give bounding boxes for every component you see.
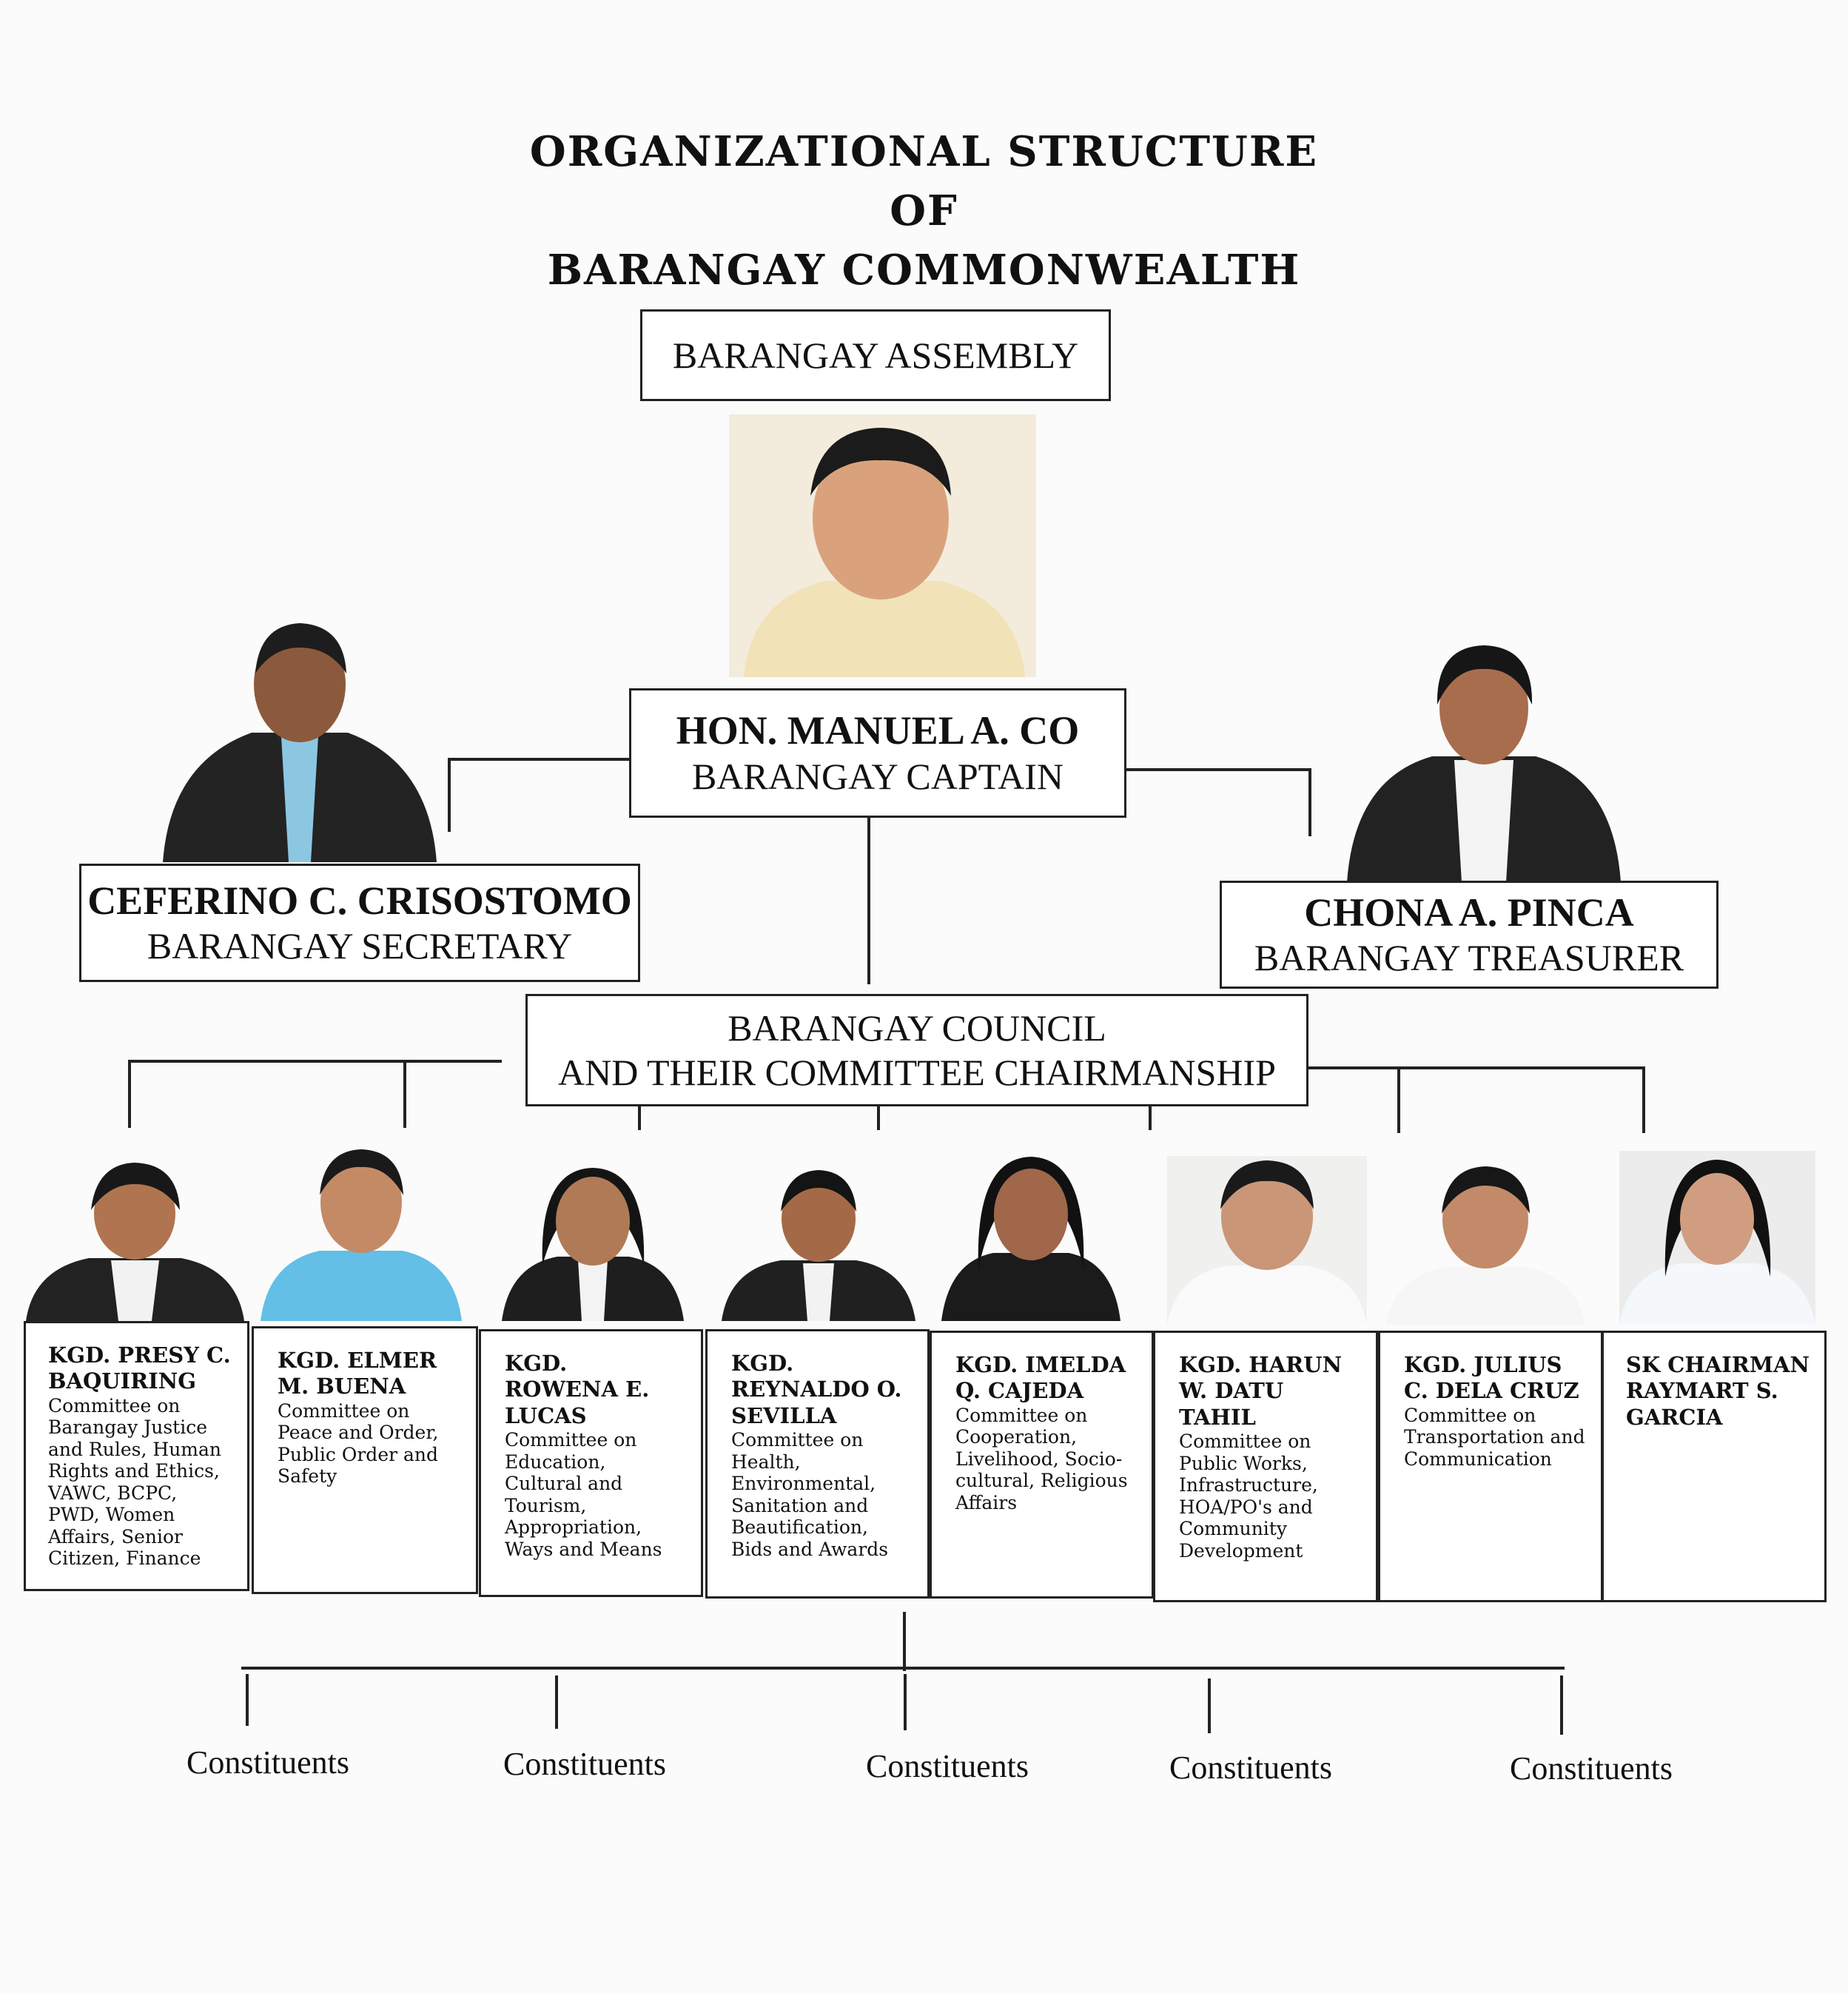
member-committee-6: Committee on Public Works, Infrastructur… (1179, 1431, 1318, 1562)
member-photo-2 (261, 1143, 462, 1321)
branch-drop-2 (403, 1060, 406, 1128)
connector-treasurer-drop (1308, 768, 1311, 836)
chart-title-line3: BARANGAY COMMONWEALTH (547, 246, 1301, 295)
constituents-drop-2 (555, 1676, 558, 1729)
member-card-8: SK CHAIRMAN RAYMART S. GARCIA (1602, 1331, 1827, 1602)
council-box: BARANGAY COUNCIL AND THEIR COMMITTEE CHA… (525, 994, 1308, 1106)
council-title-line2: AND THEIR COMMITTEE CHAIRMANSHIP (558, 1052, 1276, 1093)
member-photo-4 (722, 1166, 915, 1321)
member-committee-1: Committee on Barangay Justice and Rules,… (48, 1394, 222, 1570)
constituents-label-5: Constituents (1510, 1750, 1673, 1787)
member-photo-1 (26, 1158, 244, 1321)
connector-captain-treasurer (1126, 768, 1311, 771)
connector-captain-council (867, 818, 870, 984)
treasurer-role: BARANGAY TREASURER (1254, 937, 1684, 979)
member-committee-3: Committee on Education, Cultural and Tou… (505, 1429, 662, 1560)
member-name-1: KGD. PRESY C. BAQUIRING (48, 1342, 231, 1394)
member-name-3: KGD. ROWENA E. LUCAS (505, 1351, 650, 1428)
constituents-label-1: Constituents (187, 1744, 350, 1781)
member-name-2: KGD. ELMER M. BUENA (278, 1348, 437, 1399)
chart-title-line1: ORGANIZATIONAL STRUCTURE (529, 127, 1319, 176)
member-name-4: KGD. REYNALDO O. SEVILLA (731, 1351, 902, 1428)
member-committee-7: Committee on Transportation and Communic… (1404, 1404, 1585, 1470)
assembly-box: BARANGAY ASSEMBLY (640, 309, 1111, 401)
treasurer-name: CHONA A. PINCA (1304, 890, 1634, 935)
captain-name: HON. MANUEL A. CO (676, 708, 1080, 753)
member-card-3: KGD. ROWENA E. LUCAS Committee on Educat… (479, 1329, 703, 1597)
member-card-2: KGD. ELMER M. BUENA Committee on Peace a… (252, 1326, 478, 1594)
member-name-6: KGD. HARUN W. DATU TAHIL (1179, 1352, 1343, 1430)
branch-drop-4 (877, 1106, 880, 1130)
constituents-drop-1 (246, 1674, 249, 1726)
branch-left-horizontal (128, 1060, 502, 1063)
member-photo-6 (1167, 1156, 1367, 1325)
member-photo-5 (941, 1151, 1120, 1321)
member-card-6: KGD. HARUN W. DATU TAHIL Committee on Pu… (1153, 1331, 1378, 1602)
constituents-label-2: Constituents (503, 1746, 667, 1782)
constituents-label-3: Constituents (866, 1748, 1029, 1784)
secretary-box: CEFERINO C. CRISOSTOMO BARANGAY SECRETAR… (79, 864, 640, 982)
branch-right-horizontal (1308, 1066, 1645, 1069)
member-card-5: KGD. IMELDA Q. CAJEDA Committee on Coope… (930, 1331, 1154, 1599)
captain-box: HON. MANUEL A. CO BARANGAY CAPTAIN (629, 688, 1126, 818)
member-name-7: KGD. JULIUS C. DELA CRUZ (1404, 1352, 1579, 1404)
member-committee-5: Committee on Cooperation, Livelihood, So… (955, 1404, 1128, 1513)
member-photo-8 (1619, 1151, 1815, 1325)
branch-drop-8 (1642, 1066, 1645, 1133)
connector-captain-secretary (448, 758, 630, 761)
member-card-7: KGD. JULIUS C. DELA CRUZ Committee on Tr… (1378, 1331, 1603, 1602)
treasurer-box: CHONA A. PINCA BARANGAY TREASURER (1220, 881, 1718, 989)
member-name-5: KGD. IMELDA Q. CAJEDA (955, 1352, 1126, 1404)
member-card-1: KGD. PRESY C. BAQUIRING Committee on Bar… (24, 1321, 249, 1591)
secretary-role: BARANGAY SECRETARY (147, 925, 573, 967)
member-photo-7 (1385, 1162, 1585, 1325)
member-photo-3 (502, 1162, 684, 1321)
captain-photo (729, 414, 1036, 677)
constituents-horizontal (241, 1667, 1565, 1670)
branch-drop-1 (128, 1060, 131, 1128)
constituents-drop-3 (904, 1674, 907, 1730)
secretary-photo (163, 614, 437, 862)
branch-drop-5 (1149, 1106, 1152, 1130)
council-title-line1: BARANGAY COUNCIL (728, 1007, 1106, 1049)
member-card-4: KGD. REYNALDO O. SEVILLA Committee on He… (705, 1329, 930, 1599)
assembly-label: BARANGAY ASSEMBLY (672, 335, 1079, 376)
branch-drop-7 (1397, 1066, 1400, 1133)
connector-secretary-drop (448, 758, 451, 832)
member-committee-4: Committee on Health, Environmental, Sani… (731, 1429, 889, 1560)
branch-drop-3 (638, 1106, 641, 1130)
constituents-label-4: Constituents (1169, 1750, 1333, 1786)
member-committee-2: Committee on Peace and Order, Public Ord… (278, 1399, 439, 1488)
secretary-name: CEFERINO C. CRISOSTOMO (87, 878, 632, 923)
treasurer-photo (1347, 638, 1621, 882)
constituents-drop-5 (1560, 1676, 1563, 1735)
member-name-8: SK CHAIRMAN RAYMART S. GARCIA (1626, 1352, 1810, 1430)
constituents-trunk (903, 1612, 906, 1671)
chart-title-line2: OF (890, 186, 958, 235)
captain-role: BARANGAY CAPTAIN (691, 755, 1064, 797)
constituents-drop-4 (1208, 1678, 1211, 1733)
